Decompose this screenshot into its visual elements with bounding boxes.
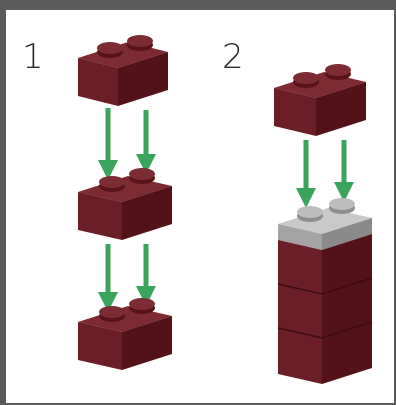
brick-step1-middle (78, 168, 172, 240)
brick-step1-bottom (78, 298, 172, 370)
brick-step1-top (78, 35, 168, 106)
step-number-2: 2 (222, 37, 244, 77)
step-number-1: 1 (22, 37, 44, 77)
arrows-step1-a (98, 108, 156, 180)
arrows-step2 (296, 140, 354, 208)
brick-stack-step2 (277, 198, 373, 384)
brick-step2-top (274, 64, 366, 136)
arrows-step1-b (98, 244, 156, 312)
